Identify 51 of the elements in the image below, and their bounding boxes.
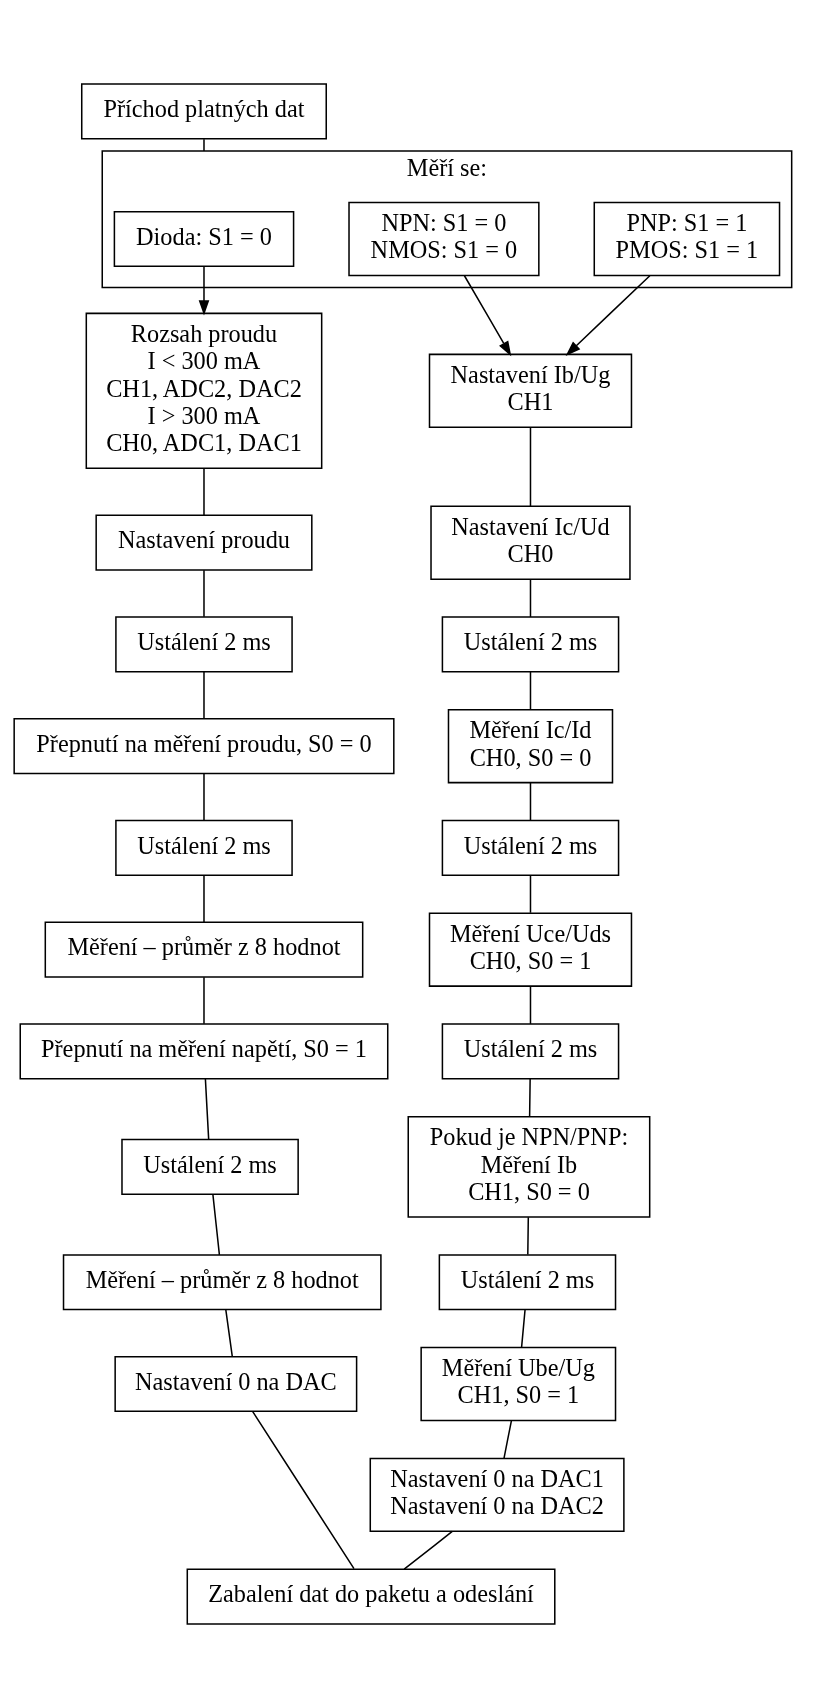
connector	[503, 1420, 513, 1460]
node-box: Nastavení Ib/Ug CH1	[428, 353, 633, 429]
arrow	[198, 265, 210, 316]
node-box: Měření Uce/Uds CH0, S0 = 1	[428, 912, 633, 987]
arrow	[565, 275, 651, 356]
arrow	[463, 275, 512, 357]
node-box: Příchod platných dat	[80, 83, 327, 140]
node-box: Zabalení dat do paketu a odeslání	[186, 1568, 556, 1625]
connector	[527, 1216, 530, 1256]
connector	[529, 782, 532, 822]
node-box: Měření Ube/Ug CH1, S0 = 1	[420, 1346, 617, 1422]
node-box: Ustálení 2 ms	[441, 1023, 620, 1080]
connector	[529, 985, 532, 1025]
node-box: Přepnutí na měření proudu, S0 = 0	[13, 718, 395, 775]
connector	[204, 1078, 210, 1141]
node-box: PNP: S1 = 1 PMOS: S1 = 1	[593, 201, 781, 277]
node-box: Přepnutí na měření napětí, S0 = 1	[19, 1023, 389, 1080]
node-box: Ustálení 2 ms	[441, 616, 620, 673]
node-box: Nastavení 0 na DAC1 Nastavení 0 na DAC2	[369, 1457, 625, 1533]
connector	[529, 874, 532, 914]
node-box: Měření – průměr z 8 hodnot	[62, 1254, 382, 1311]
connector	[529, 671, 532, 710]
connector	[203, 569, 205, 618]
node-box: Nastavení Ic/Ud CH0	[430, 505, 631, 580]
node-box: Měření Ic/Id CH0, S0 = 0	[447, 708, 614, 784]
connector	[203, 138, 205, 152]
node-box: Rozsah proudu I < 300 mA CH1, ADC2, DAC2 I > 300 mA CH0, ADC1, DAC1	[85, 312, 323, 470]
connector	[520, 1308, 526, 1348]
node-box: Dioda: S1 = 0	[113, 210, 295, 268]
node-box: Pokud je NPN/PNP: Měření Ib CH1, S0 = 0	[407, 1115, 651, 1218]
node-box: Ustálení 2 ms	[441, 819, 620, 876]
connector	[212, 1193, 221, 1256]
node-box: Ustálení 2 ms	[115, 819, 293, 876]
node-box: Ustálení 2 ms	[438, 1254, 617, 1311]
node-box: NPN: S1 = 0 NMOS: S1 = 0	[348, 201, 540, 277]
connector	[203, 772, 205, 822]
connector	[203, 671, 205, 720]
connector	[529, 426, 532, 507]
node-box: Měření – průměr z 8 hodnot	[44, 921, 364, 978]
node-box: Nastavení 0 na DAC	[114, 1355, 358, 1413]
connector	[528, 1078, 531, 1118]
connector	[203, 467, 205, 517]
node-box: Ustálení 2 ms	[115, 616, 293, 673]
node-box: Ustálení 2 ms	[121, 1138, 299, 1195]
connector	[225, 1308, 234, 1358]
node-box: Nastavení proudu	[95, 514, 313, 571]
connector	[403, 1530, 454, 1570]
connector	[251, 1410, 355, 1570]
connector	[529, 578, 532, 618]
connector	[203, 976, 205, 1025]
connector	[203, 874, 205, 923]
